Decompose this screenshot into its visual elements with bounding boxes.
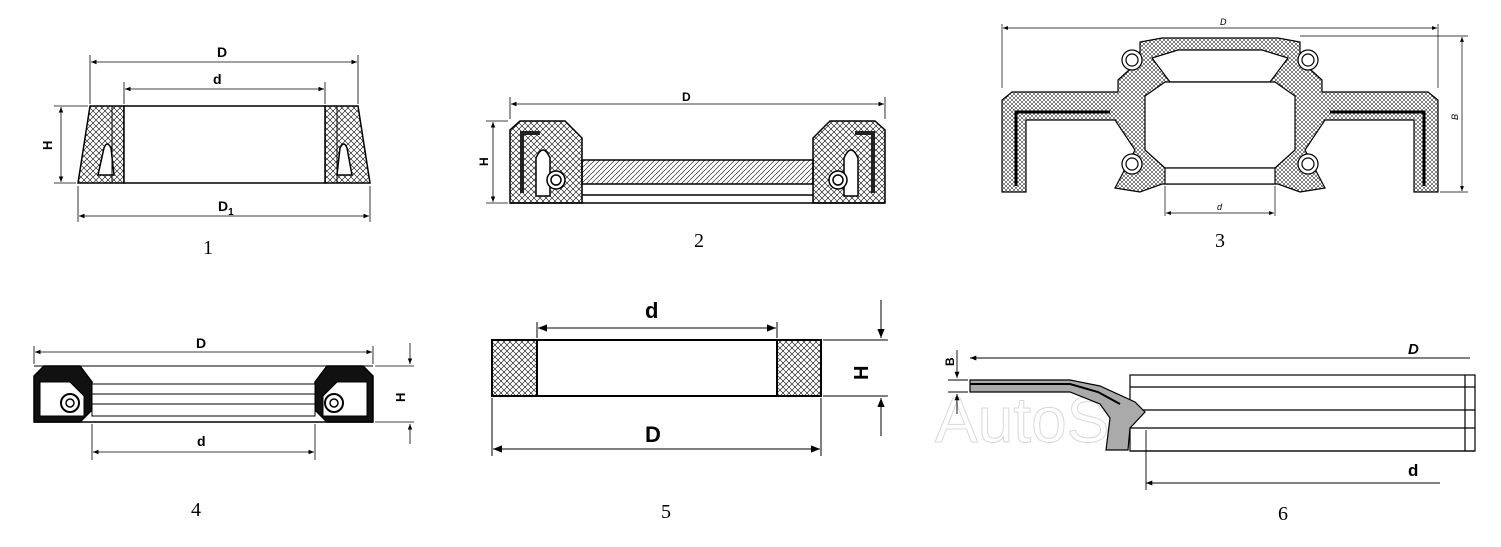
- fig6-inner-label: d: [1408, 461, 1418, 480]
- fig3-outer-label: D: [1220, 17, 1227, 27]
- fig3-inner-label: d: [1217, 202, 1223, 212]
- fig1-inner-label: d: [213, 71, 222, 87]
- fig1-number: 1: [203, 237, 213, 259]
- fig5-inner-label: d: [645, 298, 658, 323]
- figure-6: [948, 350, 1476, 490]
- fig4-inner-label: d: [197, 433, 206, 449]
- fig5-number: 5: [661, 501, 671, 523]
- fig1-height-label: H: [40, 141, 55, 150]
- figure-1: [54, 55, 371, 222]
- figure-2: [486, 97, 886, 204]
- fig6-number: 6: [1278, 503, 1288, 525]
- fig1-base-subscript: 1: [228, 207, 234, 218]
- figure-4: [33, 343, 414, 460]
- fig4-height-label: H: [393, 393, 408, 402]
- fig3-number: 3: [1215, 230, 1225, 252]
- figure-5: [491, 300, 888, 456]
- fig4-number: 4: [191, 499, 201, 521]
- fig3-height-label: B: [1450, 114, 1460, 120]
- fig6-outer-label: D: [1408, 341, 1419, 358]
- fig2-number: 2: [694, 230, 704, 252]
- fig2-outer-label: D: [682, 90, 691, 104]
- fig6-height-label: B: [943, 357, 957, 366]
- figure-3: [1001, 24, 1468, 216]
- fig5-height-label: H: [851, 366, 873, 380]
- fig5-outer-label: D: [645, 422, 661, 447]
- fig1-base-letter: D: [218, 198, 228, 214]
- fig4-outer-label: D: [196, 335, 206, 351]
- fig1-base-label: D1: [218, 198, 234, 218]
- fig2-height-label: H: [477, 157, 491, 166]
- fig1-outer-label: D: [217, 44, 227, 60]
